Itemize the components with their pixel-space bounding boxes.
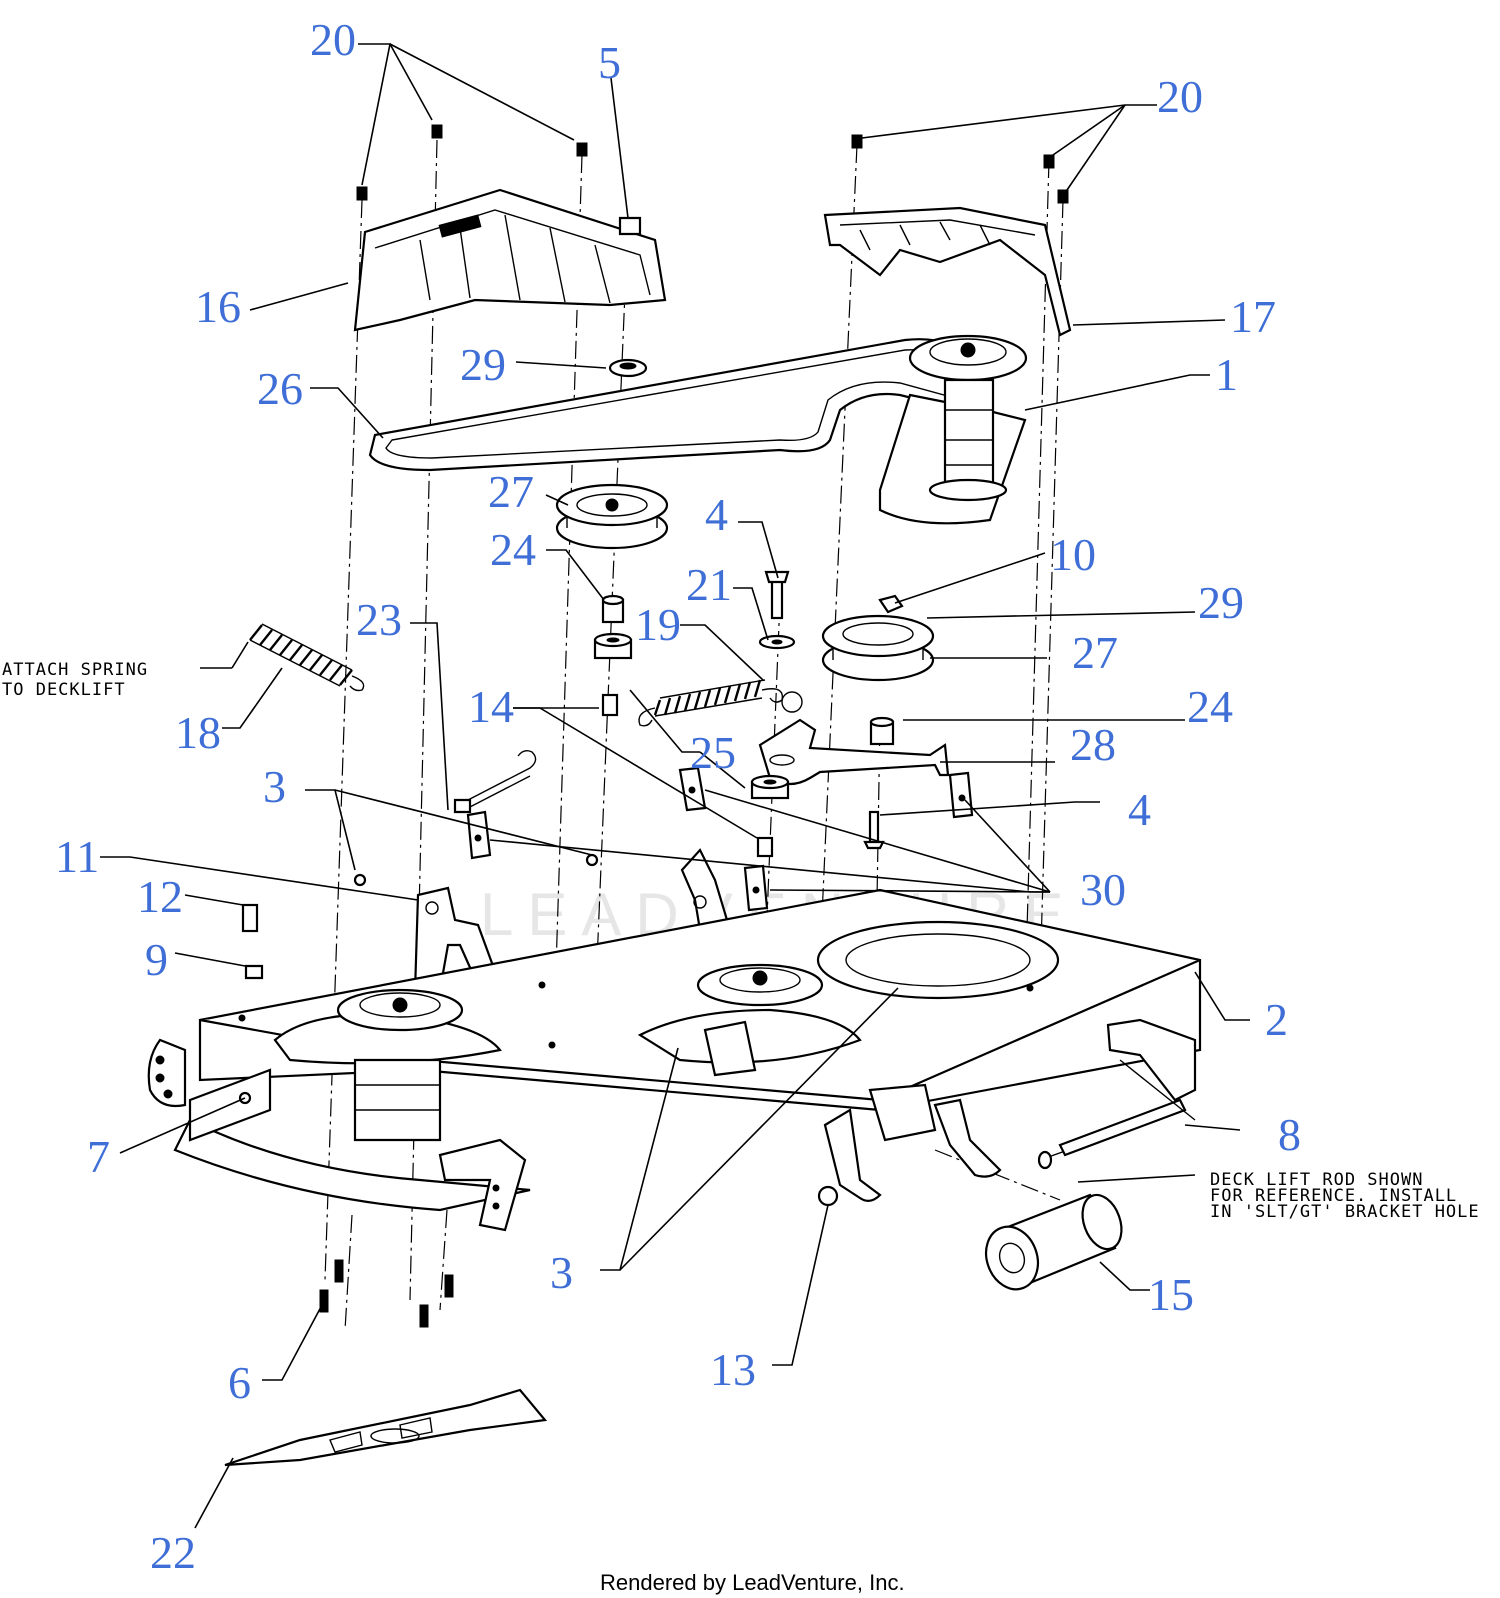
bolt-lower — [863, 810, 885, 850]
callout-27-left: 27 — [488, 466, 534, 517]
callout-20-right: 20 — [1157, 71, 1203, 122]
note-deck-lift-line1: DECK LIFT ROD SHOWN — [1210, 1170, 1423, 1190]
callout-20-left: 20 — [310, 14, 356, 65]
callout-1: 1 — [1215, 349, 1238, 400]
idler-pulley-left — [555, 483, 669, 550]
locknut — [878, 594, 904, 614]
spindle-assembly-right — [878, 334, 1028, 525]
mower-blade — [224, 1388, 548, 1467]
callout-24-left: 24 — [490, 524, 536, 575]
callout-30: 30 — [1080, 864, 1126, 915]
callout-17: 17 — [1230, 291, 1276, 342]
washer — [758, 634, 796, 650]
gauge-wheel — [984, 1193, 1123, 1291]
bushing-lower — [756, 836, 774, 858]
callout-4-lower: 4 — [1128, 784, 1151, 835]
tension-spring — [638, 679, 784, 727]
callout-13: 13 — [710, 1344, 756, 1395]
callout-19: 19 — [635, 599, 681, 650]
callout-23: 23 — [356, 594, 402, 645]
callout-24-right: 24 — [1187, 681, 1233, 732]
spacer-right — [869, 716, 895, 746]
spacer-left — [601, 594, 625, 624]
callout-5: 5 — [598, 37, 621, 88]
callout-9: 9 — [145, 934, 168, 985]
mower-deck — [147, 888, 1202, 1212]
callout-3-lower: 3 — [550, 1247, 573, 1298]
belt-cover-right — [823, 206, 1072, 337]
callout-29-right: 29 — [1198, 577, 1244, 628]
screws-20 — [356, 124, 1069, 236]
brackets-30 — [466, 766, 974, 912]
callout-26: 26 — [257, 363, 303, 414]
note-attach-spring-line1: ATTACH SPRING — [2, 660, 148, 680]
note-deck-lift-rod: DECK LIFT ROD SHOWN FOR REFERENCE. INSTA… — [1210, 1170, 1480, 1222]
callout-12: 12 — [137, 871, 183, 922]
hook-rod — [453, 749, 537, 814]
spacer-lower — [750, 774, 790, 800]
footer-credit: Rendered by LeadVenture, Inc. — [600, 1570, 905, 1595]
callout-21: 21 — [686, 559, 732, 610]
callout-7: 7 — [87, 1131, 110, 1182]
idler-bracket — [758, 691, 950, 786]
belt-cover-left — [353, 188, 667, 332]
note-attach-spring-line2: TO DECKLIFT — [2, 680, 126, 700]
callout-15: 15 — [1148, 1269, 1194, 1320]
callout-8: 8 — [1278, 1109, 1301, 1160]
pin-12 — [241, 903, 259, 933]
nut-9 — [244, 964, 264, 980]
callout-28: 28 — [1070, 719, 1116, 770]
note-attach-spring: ATTACH SPRING TO DECKLIFT — [2, 660, 148, 700]
callout-14: 14 — [468, 681, 514, 732]
bushing-upper — [601, 693, 619, 717]
nut-13 — [817, 1185, 839, 1207]
spindle-center — [696, 963, 824, 1077]
callout-16: 16 — [195, 281, 241, 332]
callout-4-top: 4 — [705, 489, 728, 540]
bolt-upper — [764, 570, 790, 620]
callout-18: 18 — [175, 707, 221, 758]
callout-3-upper: 3 — [263, 761, 286, 812]
hanger-bracket-front — [438, 1138, 527, 1232]
callout-22: 22 — [150, 1527, 196, 1578]
deck-lift-rod — [1058, 1059, 1196, 1157]
callout-labels: 20 5 20 16 17 29 26 1 27 24 4 10 21 29 2… — [55, 14, 1301, 1578]
callout-6: 6 — [228, 1357, 251, 1408]
note-deck-lift-line3: IN 'SLT/GT' BRACKET HOLE — [1210, 1202, 1480, 1222]
callout-2: 2 — [1265, 994, 1288, 1045]
bolts-6 — [319, 1259, 454, 1328]
callout-27-right: 27 — [1072, 627, 1118, 678]
callout-25: 25 — [690, 727, 736, 778]
spacer-center — [593, 632, 633, 660]
note-deck-lift-line2: FOR REFERENCE. INSTALL — [1210, 1186, 1457, 1206]
leader-lines — [100, 43, 1250, 1529]
decklift-spring — [249, 623, 365, 692]
callout-11: 11 — [55, 831, 99, 882]
spindle-left — [336, 988, 464, 1142]
bearing-top — [608, 358, 648, 378]
callout-29-top: 29 — [460, 339, 506, 390]
idler-pulley-right — [821, 614, 935, 682]
callout-10: 10 — [1050, 529, 1096, 580]
